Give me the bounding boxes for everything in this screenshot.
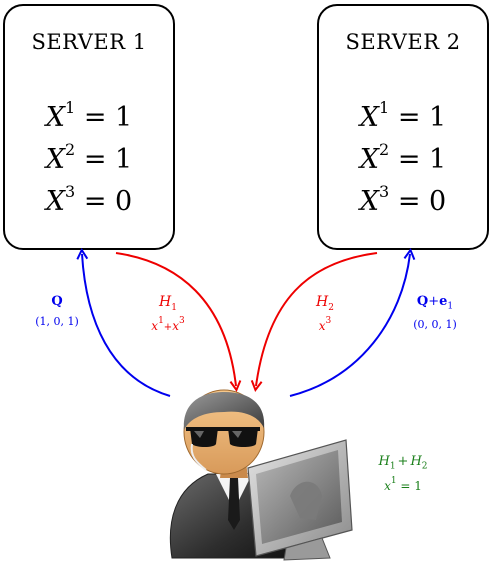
computer-monitor-icon	[247, 439, 353, 561]
hair	[183, 392, 265, 430]
query-2-vector: (0, 0, 1)	[413, 317, 457, 331]
decode-result: x1 = 1	[384, 475, 422, 493]
query-1-arrow	[82, 254, 171, 397]
server-2-equation-3: X3 = 0	[359, 182, 447, 217]
answer-2-arrow	[256, 252, 378, 386]
query-2-label: Q+e1 (0, 0, 1)	[402, 294, 468, 331]
answer-2-expression: x3	[318, 315, 332, 333]
server-2-equation-2: X2 = 1	[359, 140, 447, 175]
server-2-equation-1: X1 = 1	[359, 98, 447, 133]
query-2-arrow	[289, 254, 410, 397]
server-1-equation-2: X2 = 1	[45, 140, 133, 175]
server-1-title: SERVER 1	[31, 30, 147, 54]
server-2-box: SERVER 2 X1 = 1 X2 = 1 X3 = 0	[317, 4, 489, 250]
sunglasses-icon	[186, 427, 260, 447]
server-1-box: SERVER 1 X1 = 1 X2 = 1 X3 = 0	[3, 4, 175, 250]
answer-1-arrow	[115, 252, 236, 386]
answer-2-label: H2 x3	[300, 294, 350, 333]
server-1-equation-3: X3 = 0	[45, 182, 133, 217]
answer-1-label: H1 x1+x3	[133, 294, 203, 333]
tie	[228, 478, 240, 530]
server-1-equation-1: X1 = 1	[45, 98, 133, 133]
server-2-title: SERVER 2	[345, 30, 461, 54]
decode-label: H1+H2 x1 = 1	[364, 454, 442, 493]
query-1-label: Q (1, 0, 1)	[30, 294, 84, 328]
earpiece-cord	[190, 443, 207, 471]
answer-1-expression: x1+x3	[151, 315, 185, 333]
query-1-vector: (1, 0, 1)	[35, 315, 79, 328]
